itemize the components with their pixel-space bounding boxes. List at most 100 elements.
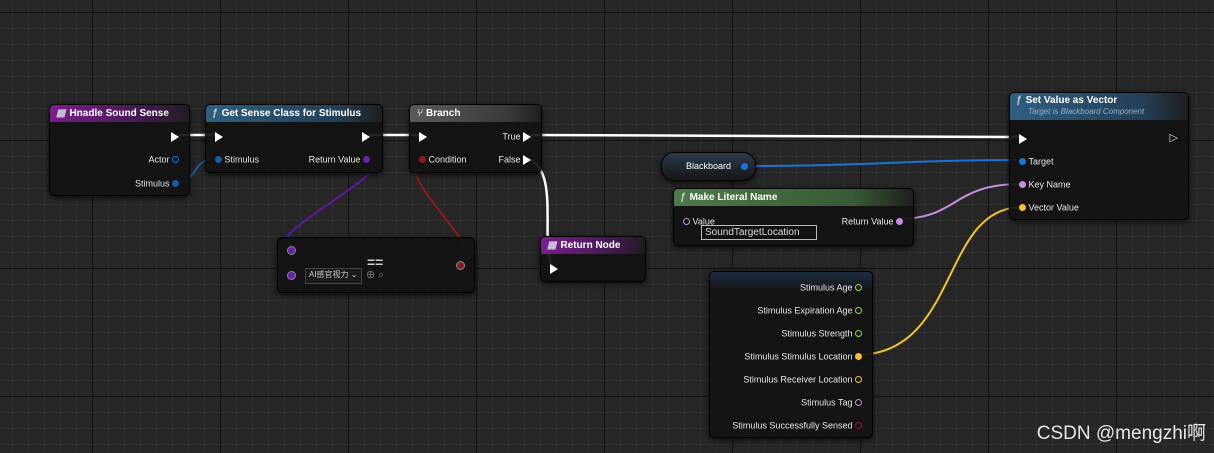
function-icon: ƒ [680, 192, 686, 203]
vector-pin-icon [1019, 204, 1026, 212]
object-pin-icon [1019, 158, 1026, 166]
stimulus-age-pin[interactable]: Stimulus Age [800, 281, 862, 294]
pin-label: Vector Value [1028, 202, 1079, 213]
stimulus-expiration-age-pin[interactable]: Stimulus Expiration Age [757, 304, 862, 317]
pin-label: Stimulus Receiver Location [743, 374, 853, 385]
vector-wire-to-value [855, 206, 1023, 356]
node-header: ⑂Branch [410, 105, 541, 122]
return-value-pin[interactable]: Return Value [842, 215, 903, 228]
search-icon[interactable]: ⌕ [378, 269, 385, 281]
exec-arrow-icon [523, 154, 531, 165]
value-pin[interactable]: Value [683, 215, 715, 228]
exec-outline-icon: ▷ [1169, 132, 1178, 144]
object-pin-icon [172, 156, 179, 164]
dropdown-value: AI感官视力 [309, 270, 349, 279]
stimulus-in-pin[interactable]: Stimulus [215, 153, 259, 166]
pin-label: False [498, 154, 521, 165]
pin-label: Return Value [841, 216, 894, 227]
name-pin-icon [855, 399, 862, 407]
function-icon: ƒ [1016, 95, 1022, 106]
stimulus-tag-pin[interactable]: Stimulus Tag [801, 396, 862, 409]
name-pin-icon [683, 218, 690, 226]
vector-pin-icon [855, 376, 862, 384]
key-name-pin[interactable]: Key Name [1019, 178, 1071, 191]
pin-label: Return Value [308, 154, 361, 165]
exec-out-pin[interactable] [362, 130, 370, 142]
stimulus-out-pin[interactable]: Stimulus [135, 177, 179, 190]
node-title: Make Literal Name [689, 192, 778, 203]
exec-arrow-icon [1170, 134, 1178, 144]
exec-in-pin[interactable] [215, 130, 223, 142]
class-a-pin[interactable] [287, 244, 296, 256]
class-select-dropdown[interactable]: AI感官视力 ⌄ [305, 268, 362, 284]
class-pin-icon [287, 271, 296, 281]
true-pin[interactable]: True [502, 130, 531, 143]
name-wire-to-key [896, 183, 1023, 220]
pin-label: Stimulus Strength [781, 328, 853, 339]
pin-label: Stimulus Age [799, 282, 853, 293]
false-pin[interactable]: False [498, 153, 531, 166]
actor-pin[interactable]: Actor [148, 153, 179, 166]
node-branch[interactable]: ⑂Branch True Condition False [409, 104, 542, 173]
value-input[interactable]: SoundTargetLocation [701, 225, 817, 240]
exec-arrow-icon [215, 131, 223, 142]
float-pin-icon [855, 307, 862, 315]
exec-wire-true-to-set-value [527, 133, 1023, 139]
exec-in-pin[interactable] [550, 262, 558, 274]
exec-arrow-icon [362, 131, 370, 142]
pin-label: Value [692, 216, 715, 227]
browse-icon[interactable]: ⊕ [366, 269, 376, 281]
equal-symbol: == [367, 254, 384, 270]
pin-label: Stimulus Stimulus Location [744, 351, 853, 362]
node-title: Set Value as Vector [1025, 95, 1118, 106]
exec-arrow-icon [523, 131, 531, 142]
node-title: Return Node [560, 240, 621, 251]
node-title: Hnadle Sound Sense [69, 108, 169, 119]
chevron-down-icon: ⌄ [350, 270, 358, 279]
pin-label: True [502, 131, 521, 142]
struct-pin-icon [215, 156, 222, 164]
float-pin-icon [855, 330, 862, 338]
node-subtitle: Target is Blackboard Component [1028, 107, 1145, 116]
function-icon: ƒ [212, 108, 218, 119]
exec-in-pin[interactable] [419, 130, 427, 142]
blackboard-out-pin[interactable] [741, 160, 748, 172]
node-return[interactable]: ▦Return Node [540, 236, 646, 282]
branch-icon: ⑂ [416, 108, 422, 119]
exec-out-pin[interactable]: ▷ [1170, 132, 1178, 144]
node-handle-sound-sense[interactable]: ▦Hnadle Sound Sense Actor Stimulus [49, 104, 190, 196]
node-header: ▦Hnadle Sound Sense [50, 105, 189, 122]
bool-out-pin[interactable] [456, 259, 465, 271]
node-title: Get Sense Class for Stimulus [221, 108, 362, 119]
class-b-pin[interactable] [287, 269, 296, 281]
target-pin[interactable]: Target [1019, 155, 1054, 168]
condition-pin[interactable]: Condition [419, 153, 467, 166]
stimulus-successfully-sensed-pin[interactable]: Stimulus Successfully Sensed [732, 419, 862, 432]
node-equal[interactable]: AI感官视力 ⌄ ⊕ ⌕ == [277, 237, 475, 293]
blackboard-wire-to-target [741, 159, 1023, 167]
bool-pin-icon [855, 422, 862, 430]
node-break-stimulus[interactable]: Stimulus Age Stimulus Expiration Age Sti… [709, 271, 873, 438]
exec-out-pin[interactable] [171, 130, 179, 142]
pin-label: Target [1028, 156, 1054, 167]
vector-value-pin[interactable]: Vector Value [1019, 201, 1079, 214]
pin-label: Key Name [1028, 179, 1071, 190]
class-pin-icon [287, 246, 296, 256]
stimulus-receiver-location-pin[interactable]: Stimulus Receiver Location [743, 373, 862, 386]
stimulus-location-pin[interactable]: Stimulus Stimulus Location [744, 350, 862, 363]
exec-in-pin[interactable] [1019, 132, 1027, 144]
variable-label: Blackboard [686, 161, 732, 171]
stimulus-strength-pin[interactable]: Stimulus Strength [781, 327, 862, 340]
pin-label: Stimulus Successfully Sensed [732, 420, 853, 431]
exec-arrow-icon [419, 131, 427, 142]
return-value-pin[interactable]: Return Value [309, 153, 370, 166]
function-icon: ▦ [547, 240, 557, 251]
node-blackboard-variable[interactable]: Blackboard [661, 152, 756, 181]
pin-label: Condition [428, 154, 467, 165]
